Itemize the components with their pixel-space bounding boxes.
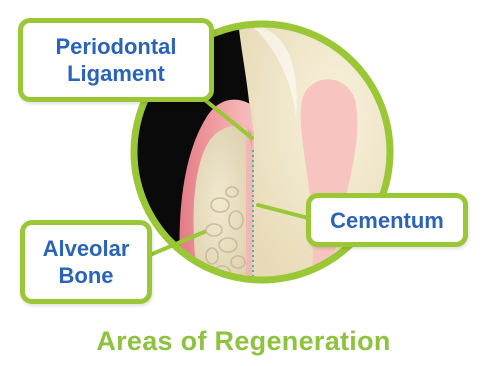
label-line-1: Periodontal: [55, 33, 176, 60]
cementum-label: Cementum: [306, 193, 468, 247]
label-line-2: Bone: [59, 262, 114, 289]
label-line-1: Cementum: [330, 207, 444, 234]
label-line-2: Ligament: [67, 60, 165, 87]
periodontal-ligament-label: Periodontal Ligament: [18, 18, 214, 102]
label-line-1: Alveolar: [43, 235, 130, 262]
figure-caption: Areas of Regeneration: [0, 326, 487, 357]
alveolar-bone-label: Alveolar Bone: [20, 220, 152, 304]
